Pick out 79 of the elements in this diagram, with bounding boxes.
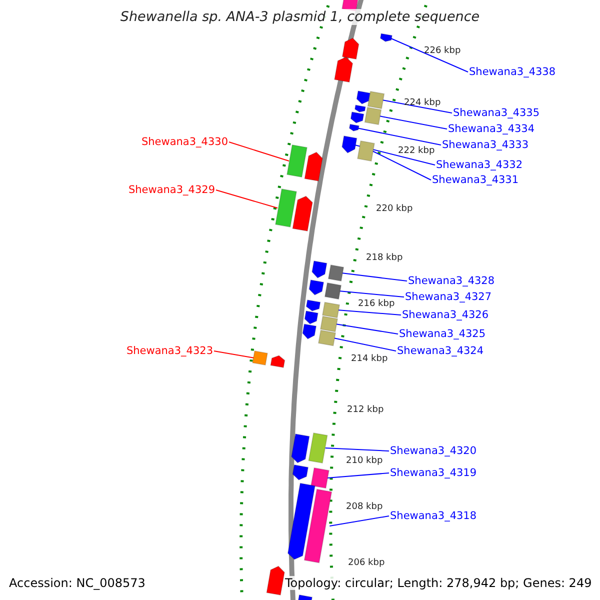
gene-block [306,299,321,312]
gene-label: Shewana3_4327 [405,291,492,303]
kbp-label: 206 kbp [348,558,385,568]
leader-line [382,100,452,114]
leader-line [228,142,290,162]
leader-line [356,128,442,146]
gene-block [308,432,328,464]
gene-block [266,566,285,596]
leader-line [338,290,404,298]
gene-block [310,467,330,489]
gene-block [322,302,340,318]
gene-label: Shewana3_4329 [128,184,215,196]
leader-line [214,350,256,358]
leader-line [326,472,390,478]
leader-line [329,516,390,526]
gene-label: Shewana3_4326 [402,309,489,321]
gene-block [274,188,298,228]
gene-block [304,152,323,182]
gene-block [328,264,344,282]
gene-block [356,140,376,162]
leader-line [335,324,398,334]
gene-label: Shewana3_4332 [436,159,523,171]
gene-label: Shewana3_4319 [390,467,477,479]
kbp-label: 214 kbp [351,354,388,364]
leader-line [337,310,402,316]
leader-line [341,272,408,282]
gene-block [297,594,313,600]
gene-block [252,350,268,366]
leader-line [333,338,396,352]
kbp-label: 216 kbp [358,299,395,309]
accession-text: Accession: NC_008573 [9,576,146,590]
gene-block [380,33,393,42]
gene-block [350,111,364,124]
gene-label: Shewana3_4331 [432,174,519,186]
gene-block [367,90,385,110]
kbp-label: 220 kbp [376,204,413,214]
leader-line [324,448,390,452]
gene-block [302,323,317,340]
leader-line [216,190,278,208]
gene-block [318,330,336,346]
gene-label: Shewana3_4320 [390,445,477,457]
gene-block [292,196,313,232]
gene-block [304,310,319,324]
kbp-label: 210 kbp [346,456,383,466]
gene-block [341,0,359,12]
gene-label: Shewana3_4323 [126,345,213,357]
gene-block [286,144,308,178]
gene-block [324,282,342,300]
kbp-label: 212 kbp [347,405,384,415]
gene-block [312,260,328,278]
leader-line [372,150,432,180]
kbp-label: 226 kbp [424,46,461,56]
gene-label: Shewana3_4335 [453,107,540,119]
gene-label: Shewana3_4318 [390,510,477,522]
gene-label: Shewana3_4324 [397,345,484,357]
gene-block [320,316,338,332]
gene-label: Shewana3_4334 [448,123,535,135]
leader-line [390,38,468,72]
gene-block [334,56,354,83]
gene-block [348,124,360,132]
kbp-label: 224 kbp [404,98,441,108]
gene-block [342,38,360,60]
kbp-label: 222 kbp [398,146,435,156]
gene-label: Shewana3_4330 [141,136,228,148]
topology-text: Topology: circular; Length: 278,942 bp; Genes: 249 [285,576,592,590]
gene-block [270,355,286,368]
gene-label: Shewana3_4328 [408,275,495,287]
gene-block [364,106,382,126]
gene-block [342,135,358,154]
gene-label: Shewana3_4325 [399,328,486,340]
gene-label: Shewana3_4333 [442,139,529,151]
gene-block [287,482,316,560]
kbp-label: 208 kbp [346,502,383,512]
leader-line [378,116,448,130]
kbp-label: 218 kbp [366,253,403,263]
gene-label: Shewana3_4338 [469,66,556,78]
gene-block [308,279,324,296]
title: Shewanella sp. ANA-3 plasmid 1, complete sequence [120,9,480,25]
leader-line [354,144,436,166]
